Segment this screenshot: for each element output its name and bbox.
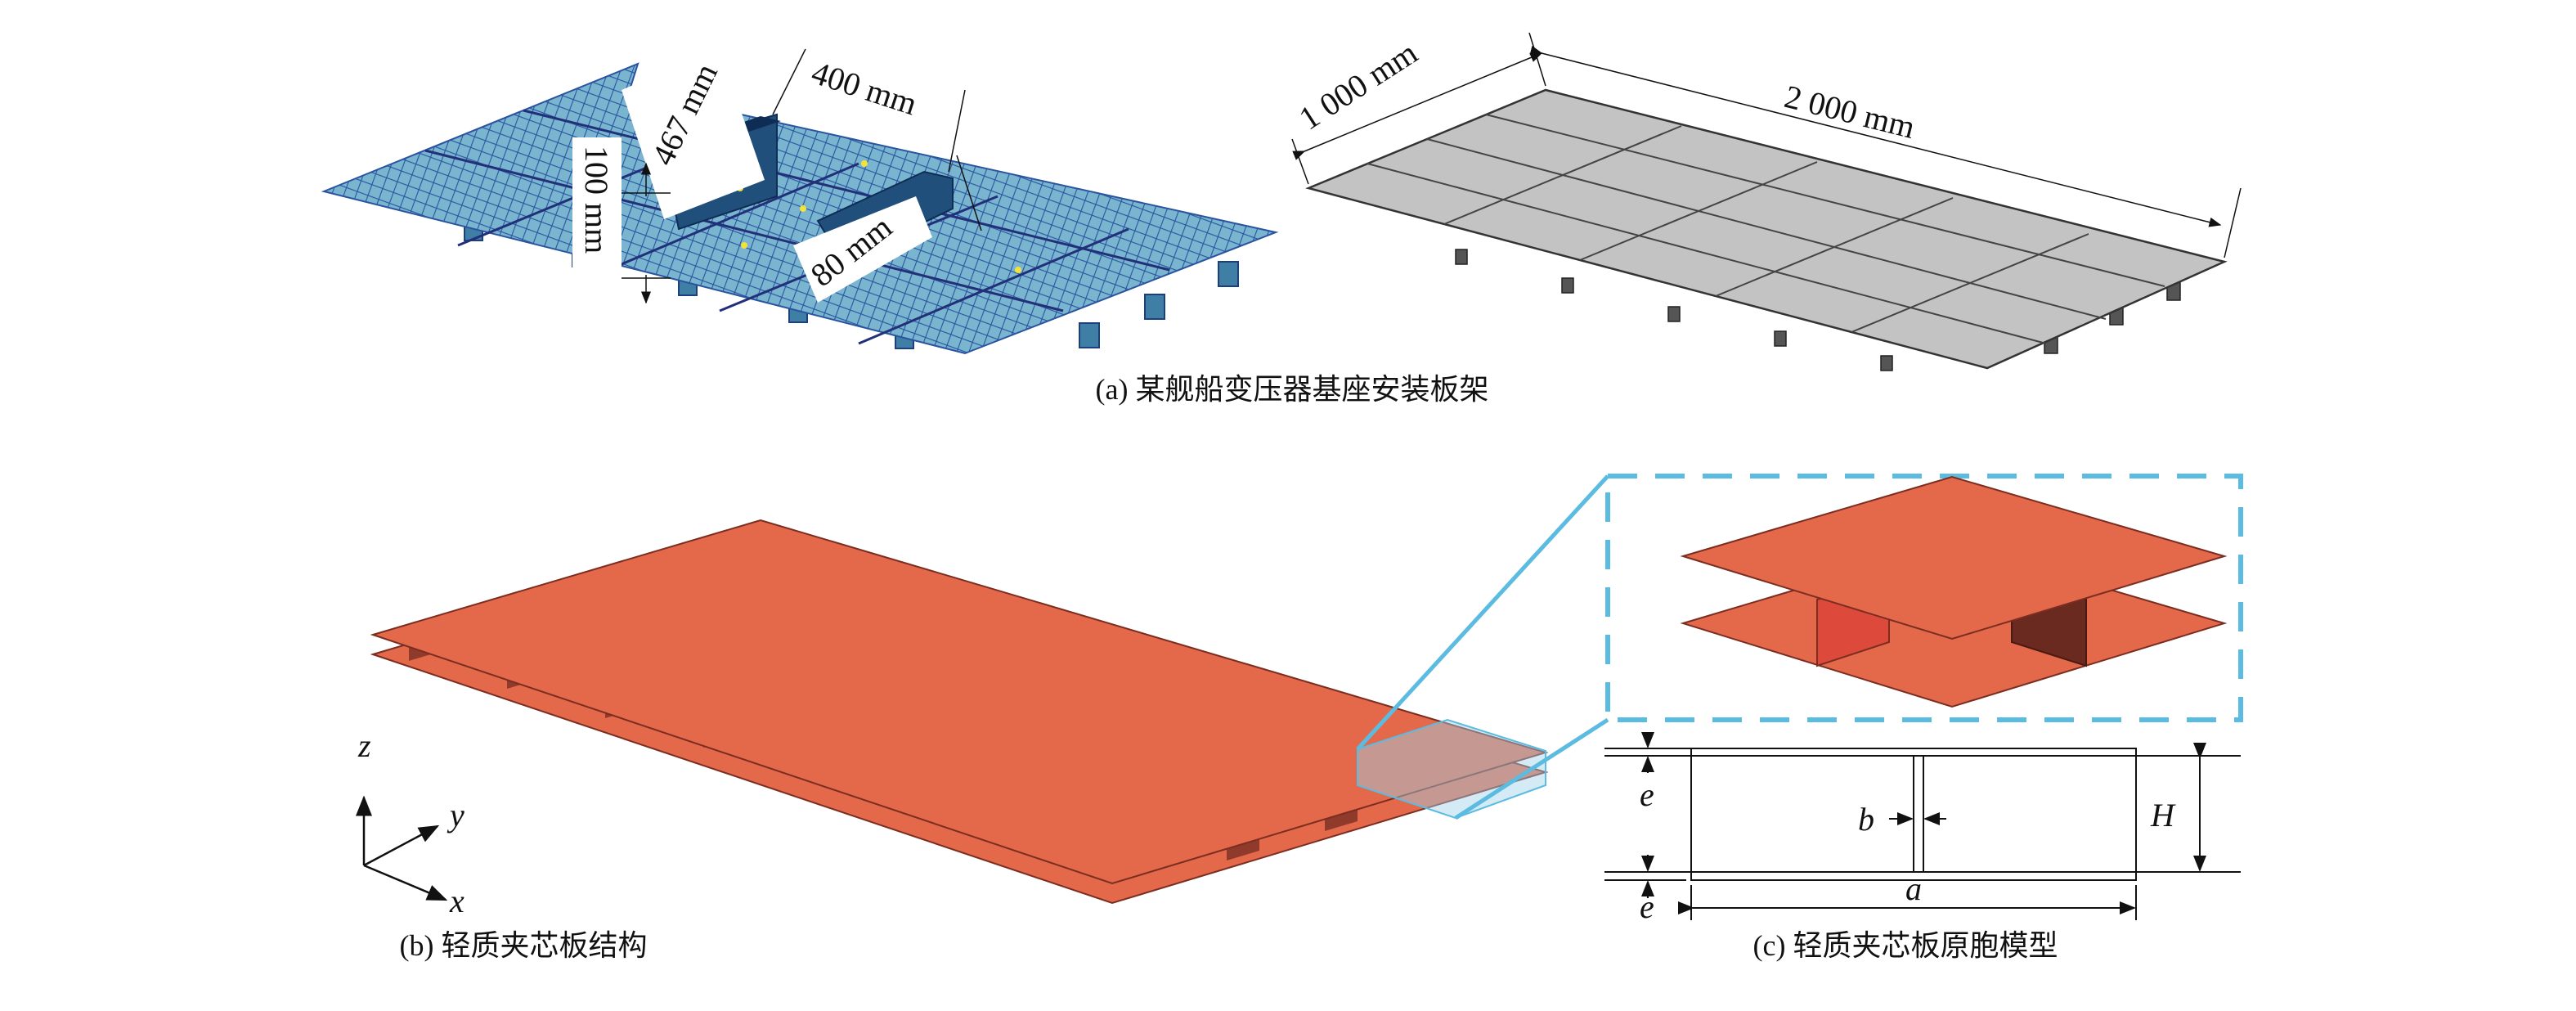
axis-triad: [356, 795, 448, 901]
cell-top-sheet: [1680, 475, 2228, 640]
dim-100mm: 100 mm: [578, 146, 615, 254]
dim-400mm: 400 mm: [807, 54, 922, 123]
unit-cell-3d: [1680, 475, 2228, 708]
axis-label-x: x: [449, 883, 464, 919]
symbol-e-bottom: e: [1640, 888, 1654, 925]
zoom-dashed-box: [1605, 474, 2243, 722]
sandwich-plate: [370, 519, 1549, 905]
label-bg-80: [793, 196, 932, 303]
caption-b: (b) 轻质夹芯板结构: [400, 929, 648, 962]
symbol-H: H: [2150, 797, 2176, 834]
symbol-b: b: [1858, 801, 1874, 838]
caption-c: (c) 轻质夹芯板原胞模型: [1753, 929, 2058, 962]
dim-2000mm: 2 000 mm: [1781, 78, 1919, 146]
caption-a: (a) 某舰船变压器基座安装板架: [1096, 373, 1489, 406]
axis-label-y: y: [447, 797, 464, 834]
mesh-dimension-lines: [622, 48, 982, 304]
gray-plate-model: 1 000 mm 2 000 mm: [1291, 32, 2242, 371]
zoom-connector-lines: [1356, 474, 1609, 820]
mesh-model: 467 mm 400 mm 100 mm 80 mm: [321, 48, 1279, 355]
label-bg-100: [572, 137, 622, 285]
unit-cell-highlight: [1357, 718, 1546, 820]
symbol-e-top: e: [1640, 776, 1654, 813]
cell-cross-section: [1604, 732, 2241, 920]
gray-dimension-lines: [1291, 32, 2242, 258]
axis-label-z: z: [357, 727, 371, 764]
label-bg-467: [622, 49, 765, 219]
dim-1000mm: 1 000 mm: [1292, 34, 1424, 137]
load-points: [737, 160, 1021, 273]
symbol-a: a: [1905, 870, 1922, 907]
